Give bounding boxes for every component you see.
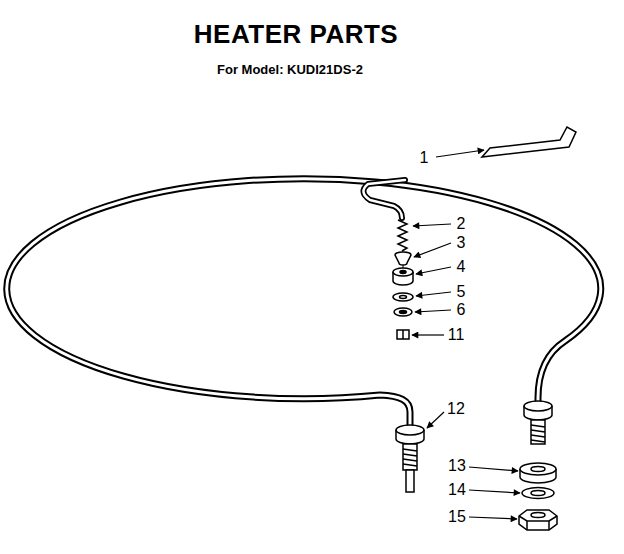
lock-washer-hole [400,311,407,314]
right-terminal [524,401,552,444]
leader-line [412,334,444,335]
leader-line [416,267,451,274]
hex-nut-body [519,510,557,530]
diagram-title: HEATER PARTS [194,20,398,49]
lock-washer-ring [394,308,412,316]
callout-number: 3 [457,234,466,252]
callout-number: 1 [420,149,429,167]
heater-element [7,179,601,425]
left-terminal-pin [406,470,414,492]
bracket-fill [363,180,405,218]
callout-number: 2 [457,215,466,233]
flat-washer-ring [522,488,554,499]
leader-line [414,243,451,257]
left-terminal [396,425,424,492]
leader-line [436,150,484,157]
hex-nut-hole [531,513,545,518]
callout-number: 15 [448,508,466,526]
callout-number: 5 [457,283,466,301]
hex-nut [519,510,557,530]
insulator-hole [400,271,406,274]
cone-washer [395,252,411,265]
callout-number: 12 [447,400,465,418]
leader-line [469,517,517,519]
washer-ring [393,293,413,301]
callout-number: 13 [448,457,466,475]
insulator [393,268,413,285]
right-terminal-thread [531,425,545,442]
callout-number: 4 [457,258,466,276]
bracket-outline [363,180,405,218]
callout-number: 14 [448,481,466,499]
screw [398,220,407,251]
leader-line [416,292,451,296]
callout-number: 11 [448,326,465,344]
model-number: For Model: KUDI21DS-2 [217,63,363,77]
insulator-top [393,268,413,276]
heater-tube-outline [7,179,601,425]
left-terminal-top [396,425,424,435]
insulating-washer [520,463,556,483]
washer [393,293,413,301]
small-nut-edge [402,330,404,339]
leader-line [469,467,518,471]
insulating-washer-hole [531,467,545,472]
part-clip [482,127,576,157]
leader-line [413,224,451,226]
small-nut-body [397,330,409,339]
leader-lines [412,150,520,519]
heater-tube-fill [7,179,601,425]
leader-line [427,412,444,428]
flat-washer-hole [531,491,545,496]
left-terminal-thread [403,449,417,466]
callout-number: 6 [457,301,466,319]
right-terminal-stud [531,420,545,444]
left-terminal-stud [403,444,417,470]
flat-washer [522,488,554,499]
leader-line [415,310,451,312]
lock-washer [394,308,412,316]
leader-line [469,490,520,493]
small-nut [397,330,409,339]
screw-thread [398,220,407,251]
right-terminal-top [524,401,552,411]
insulating-washer-top [520,463,556,475]
washer-hole [400,296,407,299]
